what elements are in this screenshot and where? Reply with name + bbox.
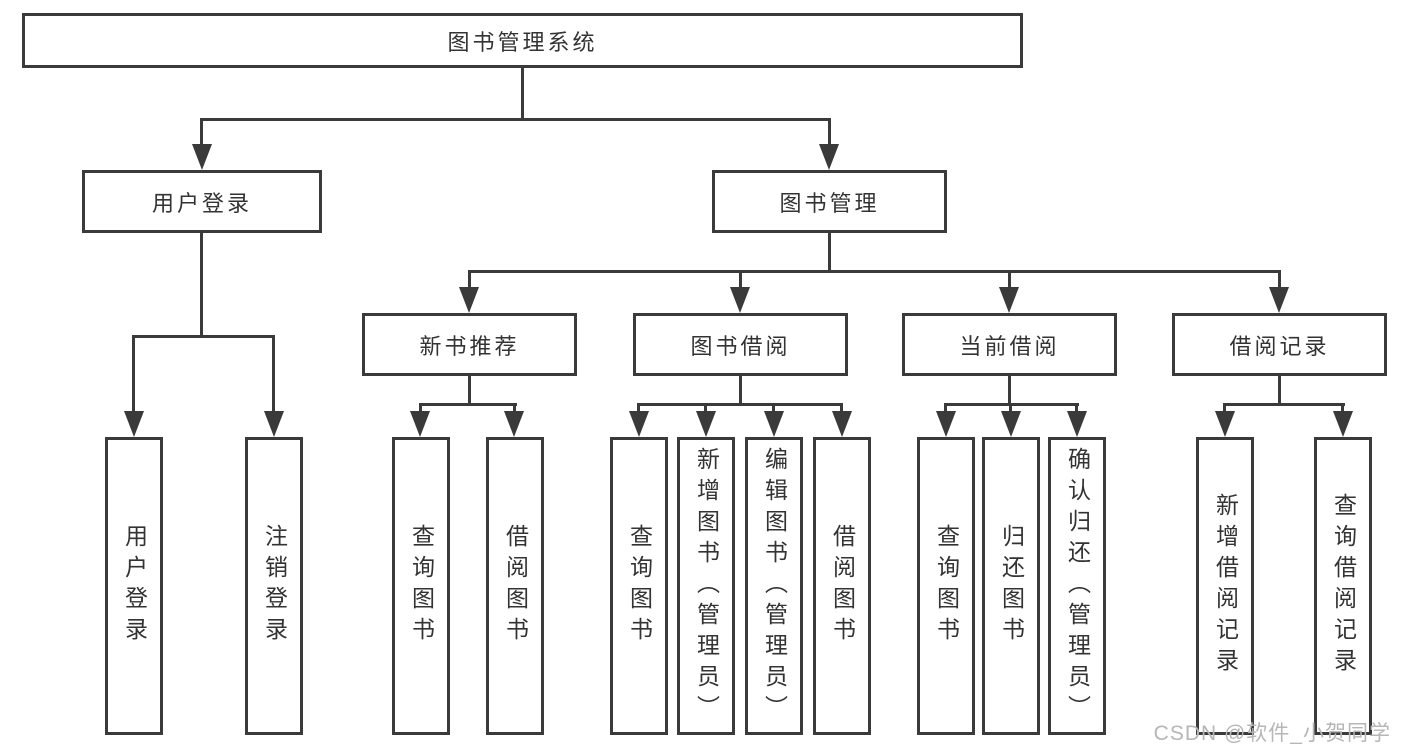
connector-arrowhead: [192, 144, 212, 170]
connector-drop: [1075, 403, 1078, 417]
connector-rail: [419, 403, 517, 406]
connector-arrowhead: [730, 287, 750, 313]
leaf-logout: 注销登录: [245, 437, 303, 735]
connector-arrowhead: [832, 411, 852, 437]
connector-arrowhead: [1269, 287, 1289, 313]
leaf-query-books-recommend: 查询图书: [392, 437, 450, 735]
leaf-borrow-books-recommend: 借阅图书: [486, 437, 544, 735]
leaf-return-books: 归还图书: [982, 437, 1040, 735]
connector-stem: [200, 233, 203, 335]
leaf-edit-books-admin: 编辑图书（管理员）: [745, 437, 803, 735]
connector-drop: [1009, 403, 1012, 417]
node-book-borrow: 图书借阅: [633, 313, 848, 376]
connector-drop: [468, 270, 471, 290]
connector-drop: [637, 403, 640, 417]
connector-stem: [828, 233, 831, 270]
leaf-query-books-borrow: 查询图书: [610, 437, 668, 735]
leaf-user-login: 用户登录: [105, 437, 163, 735]
connector-drop: [1223, 403, 1226, 417]
connector-arrowhead: [936, 411, 956, 437]
connector-arrowhead: [1333, 411, 1353, 437]
leaf-confirm-return-admin: 确认归还（管理员）: [1048, 437, 1106, 735]
connector-arrowhead: [264, 411, 284, 437]
connector-arrowhead: [999, 287, 1019, 313]
node-user-login: 用户登录: [82, 170, 322, 233]
node-new-book-recommend: 新书推荐: [362, 313, 577, 376]
connector-drop: [704, 403, 707, 417]
leaf-query-borrow-record: 查询借阅记录: [1314, 437, 1372, 735]
connector-rail: [468, 270, 1281, 273]
connector-arrowhead: [459, 287, 479, 313]
connector-drop: [840, 403, 843, 417]
connector-stem: [1008, 376, 1011, 403]
connector-arrowhead: [764, 411, 784, 437]
connector-drop: [1341, 403, 1344, 417]
connector-arrowhead: [819, 144, 839, 170]
node-book-management: 图书管理: [712, 170, 947, 233]
connector-arrowhead: [410, 411, 430, 437]
connector-rail: [1223, 403, 1345, 406]
connector-drop: [828, 118, 831, 150]
leaf-add-books-admin: 新增图书（管理员）: [677, 437, 735, 735]
connector-drop: [739, 270, 742, 290]
node-borrow-records: 借阅记录: [1172, 313, 1387, 376]
connector-arrowhead: [124, 411, 144, 437]
connector-drop: [132, 335, 135, 415]
leaf-borrow-books: 借阅图书: [813, 437, 871, 735]
connector-stem: [1278, 376, 1281, 403]
connector-drop: [513, 403, 516, 417]
connector-drop: [1278, 270, 1281, 290]
leaf-query-books-current: 查询图书: [917, 437, 975, 735]
node-library-system: 图书管理系统: [22, 13, 1023, 68]
connector-arrowhead: [696, 411, 716, 437]
connector-arrowhead: [629, 411, 649, 437]
connector-drop: [200, 118, 203, 150]
connector-drop: [944, 403, 947, 417]
connector-rail: [637, 403, 843, 406]
connector-stem: [521, 68, 524, 118]
connector-rail: [200, 118, 831, 121]
connector-stem: [468, 376, 471, 403]
connector-arrowhead: [504, 411, 524, 437]
watermark: CSDN @软件_小贺同学: [1153, 722, 1391, 745]
connector-arrowhead: [1067, 411, 1087, 437]
connector-arrowhead: [1001, 411, 1021, 437]
connector-arrowhead: [1215, 411, 1235, 437]
leaf-add-borrow-record: 新增借阅记录: [1196, 437, 1254, 735]
connector-drop: [419, 403, 422, 417]
connector-drop: [1008, 270, 1011, 290]
connector-stem: [739, 376, 742, 403]
connector-rail: [132, 335, 275, 338]
connector-drop: [772, 403, 775, 417]
node-current-borrow: 当前借阅: [902, 313, 1117, 376]
connector-drop: [272, 335, 275, 415]
